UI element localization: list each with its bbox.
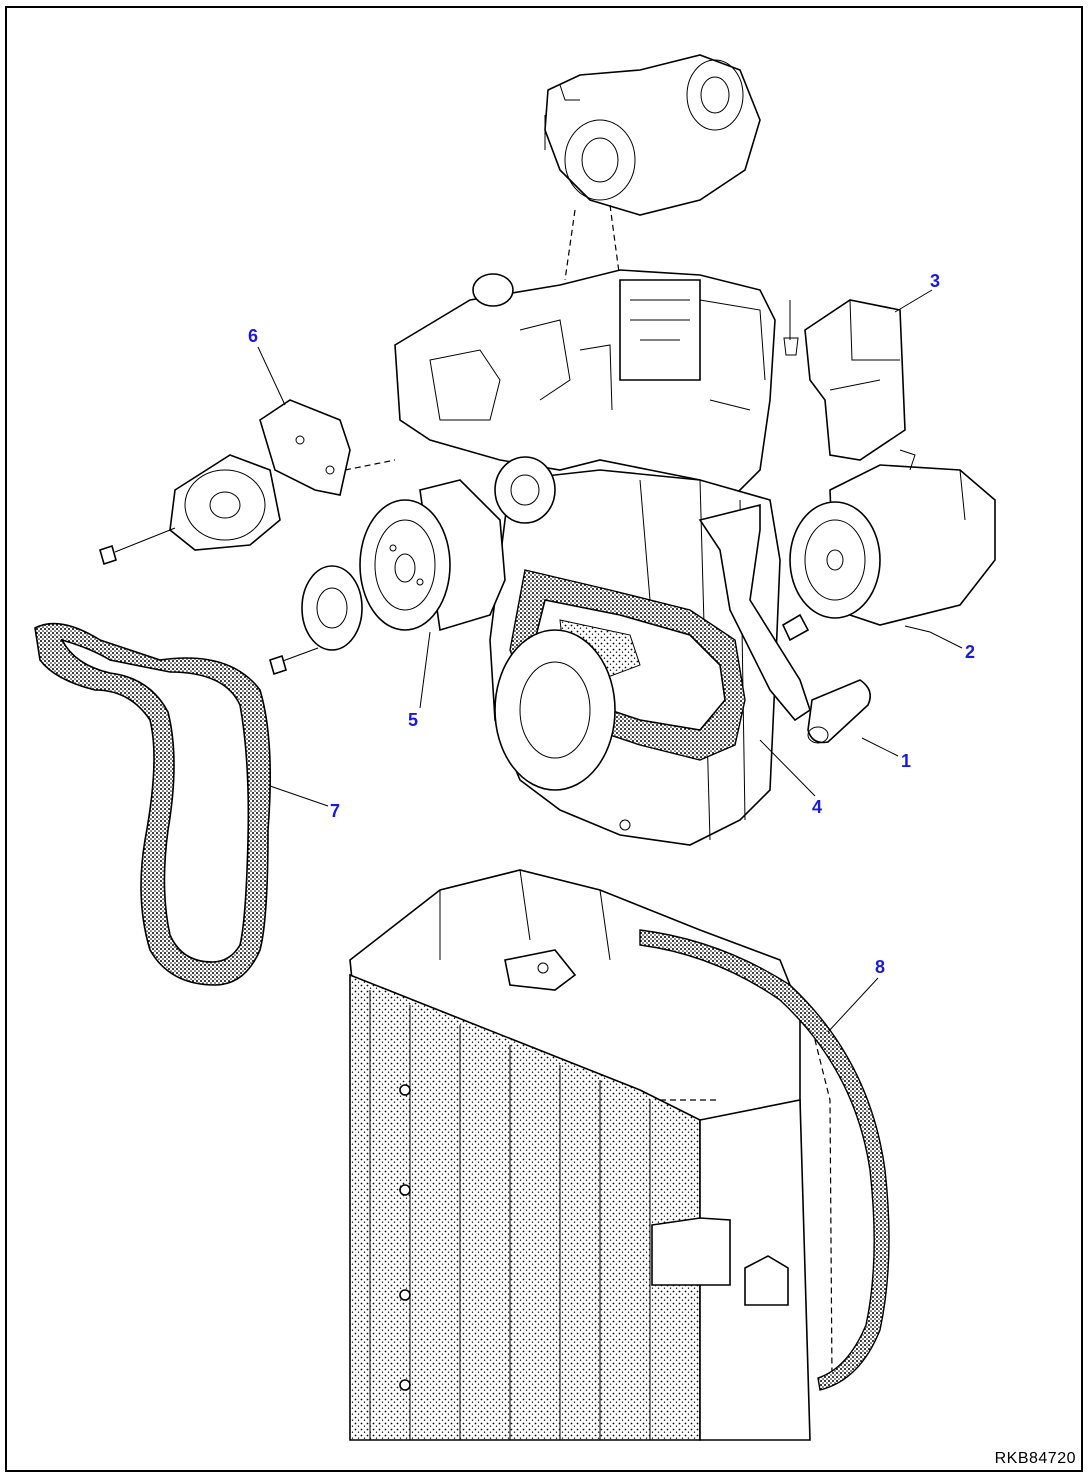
- leader-5: [419, 631, 431, 709]
- shroud-seal: [639, 929, 890, 1391]
- callout-1: 1: [901, 751, 912, 771]
- tension-bracket: [698, 503, 871, 744]
- leader-8: [827, 977, 879, 1033]
- ac-compressor: [789, 449, 996, 626]
- leader-7: [269, 785, 329, 807]
- pulley-spacer: [269, 565, 363, 676]
- callout-5: 5: [408, 710, 419, 730]
- radiator-clips: [399, 1084, 411, 1391]
- leader-2: [904, 625, 963, 649]
- leader-lines: [257, 289, 963, 1033]
- callout-7: 7: [330, 801, 341, 821]
- leader-6: [257, 346, 286, 406]
- callout-8: 8: [875, 957, 886, 977]
- callout-4: 4: [812, 797, 823, 817]
- drawing-frame: [5, 6, 1083, 1472]
- callout-6: 6: [248, 326, 259, 346]
- radiator: [349, 869, 833, 1441]
- leader-3: [894, 289, 933, 313]
- compressor-bracket: [783, 299, 906, 461]
- leader-1: [861, 737, 899, 757]
- fan-pulley: [359, 479, 506, 632]
- callout-2: 2: [965, 642, 976, 662]
- v-belt: [34, 622, 272, 986]
- leader-4: [759, 739, 816, 797]
- alternator-assembly: [99, 399, 396, 566]
- engine-assembly: [394, 54, 781, 846]
- callout-3: 3: [930, 271, 941, 291]
- drawing-id-code: RKB84720: [994, 1450, 1076, 1467]
